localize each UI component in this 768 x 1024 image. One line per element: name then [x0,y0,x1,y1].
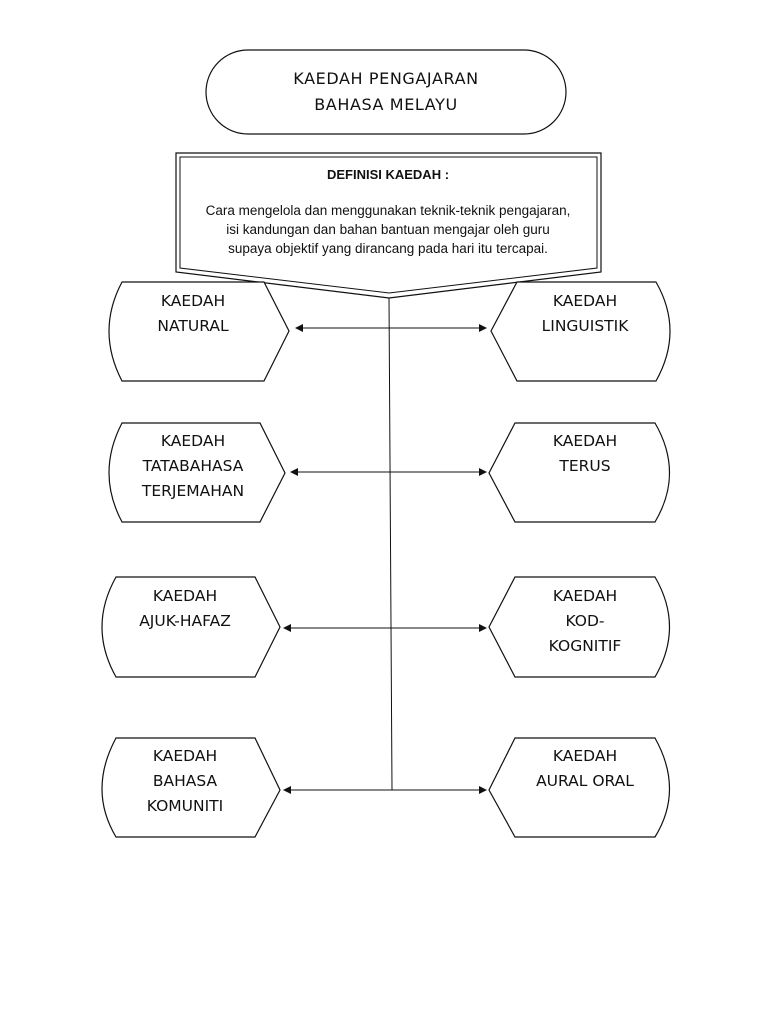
node-kod-line-1: KAEDAH [552,587,618,605]
node-kod-line-3: KOGNITIF [548,637,622,655]
node-ajuk-line-2: AJUK-HAFAZ [139,612,231,630]
node-natural-line-1: KAEDAH [160,292,226,310]
definition-line-3: supaya objektif yang dirancang pada hari… [228,241,548,256]
node-kod-kognitif: KAEDAH KOD- KOGNITIF [510,584,660,659]
node-aural-oral: KAEDAH AURAL ORAL [510,744,660,794]
node-tatabahasa-line-3: TERJEMAHAN [141,482,245,500]
title-pill-shape [205,49,567,135]
node-tatabahasa-line-1: KAEDAH [160,432,226,450]
definition-box-inner [179,156,598,294]
node-kod-line-2: KOD- [565,612,605,630]
node-tatabahasa-line-2: TATABAHASA [142,457,244,475]
node-komuniti-line-3: KOMUNITI [146,797,224,815]
node-kod-shape [488,576,670,678]
vertical-connector [388,297,393,791]
definition-line-1: Cara mengelola dan menggunakan teknik-te… [205,203,571,218]
node-linguistik: KAEDAH LINGUISTIK [510,289,660,339]
node-natural-line-2: NATURAL [157,317,229,335]
definition-heading: DEFINISI KAEDAH : [326,167,450,182]
definition-line-2: isi kandungan dan bahan bantuan mengajar… [226,222,550,237]
title-line-1: KAEDAH PENGAJARAN [293,69,479,88]
node-linguistik-line-1: KAEDAH [552,292,618,310]
node-terus-shape [488,422,670,523]
node-bahasa-komuniti: KAEDAH BAHASA KOMUNITI [110,744,260,819]
node-ajuk-hafaz: KAEDAH AJUK-HAFAZ [110,584,260,634]
node-natural: KAEDAH NATURAL [118,289,268,339]
node-natural-shape [108,281,290,382]
node-terus-line-1: KAEDAH [552,432,618,450]
definition-body: Cara mengelola dan menggunakan teknik-te… [178,201,598,258]
definition-box-outer [175,152,602,299]
node-linguistik-shape [490,281,671,382]
node-ajuk-shape [101,576,281,678]
node-terus-line-2: TERUS [559,457,611,475]
node-aural-shape [488,737,670,838]
node-ajuk-line-1: KAEDAH [152,587,218,605]
node-terus: KAEDAH TERUS [510,429,660,479]
node-linguistik-line-2: LINGUISTIK [541,317,629,335]
node-aural-line-1: KAEDAH [552,747,618,765]
node-komuniti-line-1: KAEDAH [152,747,218,765]
title-line-2: BAHASA MELAYU [314,95,458,114]
node-komuniti-shape [101,737,281,838]
node-aural-line-2: AURAL ORAL [536,772,634,790]
node-tatabahasa: KAEDAH TATABAHASA TERJEMAHAN [118,429,268,504]
diagram-title: KAEDAH PENGAJARAN BAHASA MELAYU [206,50,566,134]
node-komuniti-line-2: BAHASA [152,772,218,790]
node-tatabahasa-shape [108,422,286,523]
